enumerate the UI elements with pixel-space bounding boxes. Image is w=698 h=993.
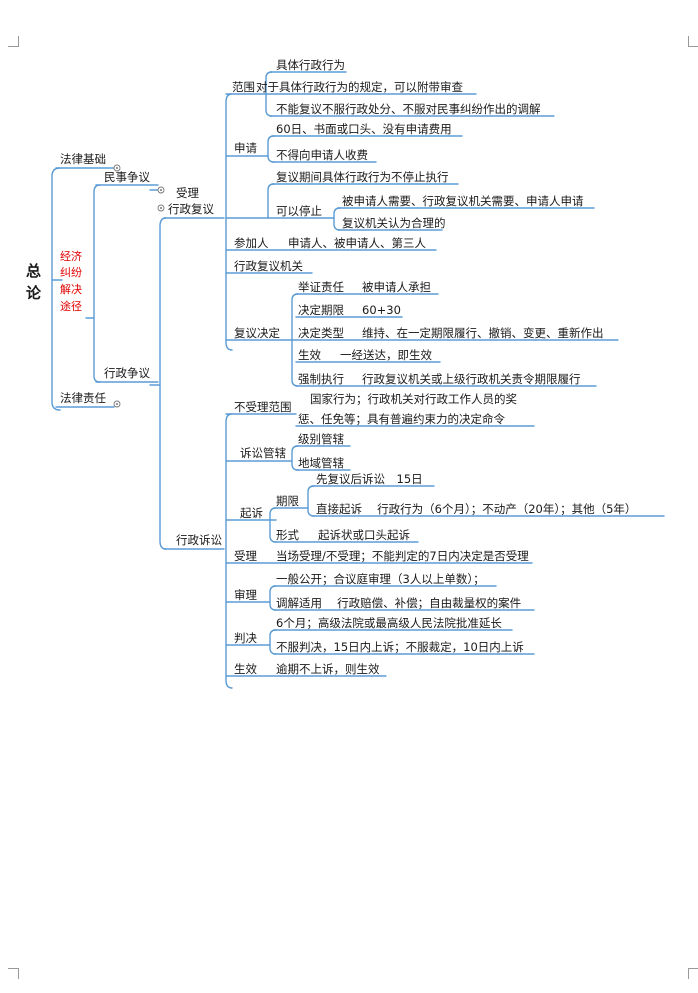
excluded-label: 不受理范围 xyxy=(234,400,292,414)
jurisdiction-level: 级别管辖 xyxy=(298,432,344,446)
suspension-item-2: 复议机关认为合理的 xyxy=(342,216,446,230)
judgment-item-1: 6个月；高级法院或最高级人民法院批准延长 xyxy=(276,616,502,630)
suspension-item-1: 被申请人需要、行政复议机关需要、申请人申请 xyxy=(342,194,584,208)
node-dispute-line-1: 经济 xyxy=(60,250,82,263)
node-dispute-line-3: 解决 xyxy=(60,283,82,296)
decision-label: 复议决定 xyxy=(234,326,280,340)
decision-key-5: 强制执行 xyxy=(298,372,344,386)
root-title-char-1: 总 xyxy=(26,262,42,280)
node-legal-basis: 法律基础 xyxy=(60,152,106,166)
crop-mark-top-right xyxy=(688,36,698,47)
judgment-item-2: 不服判决，15日内上诉；不服裁定，10日内上诉 xyxy=(276,640,524,654)
node-acceptance-label: 受理 xyxy=(176,186,199,200)
node-admin-reconsideration: 行政复议 xyxy=(168,202,214,216)
participants-value: 申请人、被申请人、第三人 xyxy=(288,236,426,250)
suspension-label: 可以停止 xyxy=(276,204,322,218)
filing-form-value: 起诉状或口头起诉 xyxy=(318,528,410,542)
application-item-1: 60日、书面或口头、没有申请费用 xyxy=(276,122,452,136)
reconsideration-organ: 行政复议机关 xyxy=(234,259,303,273)
node-legal-liability: 法律责任 xyxy=(60,391,106,405)
node-admin-litigation: 行政诉讼 xyxy=(176,533,222,547)
decision-value-4: 一经送达，即生效 xyxy=(340,348,432,362)
effect-key: 生效 xyxy=(234,662,257,676)
scope-item-1: 具体行政行为 xyxy=(276,58,345,72)
root-title-char-2: 论 xyxy=(26,284,42,302)
node-dispute-line-4: 途径 xyxy=(60,300,82,313)
filing-deadline-item-1: 先复议后诉讼 15日 xyxy=(316,472,423,486)
trial-item-1: 一般公开；合议庭审理（3人以上单数）； xyxy=(276,572,485,586)
decision-value-5: 行政复议机关或上级行政机关责令期限履行 xyxy=(362,372,581,386)
acceptance-key: 受理 xyxy=(234,549,257,563)
effect-value: 逾期不上诉，则生效 xyxy=(276,662,380,676)
excluded-line-2: 惩、任免等；具有普遍约束力的决定命令 xyxy=(298,412,505,426)
application-label: 申请 xyxy=(234,141,257,155)
application-item-2: 不得向申请人收费 xyxy=(276,148,368,162)
excluded-line-1: 国家行为；行政机关对行政工作人员的奖 xyxy=(310,392,517,406)
trial-label: 审理 xyxy=(234,588,257,602)
crop-mark-top-left xyxy=(8,36,19,47)
filing-deadline-item-2: 直接起诉 行政行为（6个月）；不动产（20年）；其他（5年） xyxy=(316,502,637,516)
filing-label: 起诉 xyxy=(240,506,263,520)
jurisdiction-label: 诉讼管辖 xyxy=(240,446,286,460)
judgment-label: 判决 xyxy=(234,631,257,645)
filing-deadline-label: 期限 xyxy=(276,494,299,508)
decision-key-2: 决定期限 xyxy=(298,303,344,317)
decision-key-3: 决定类型 xyxy=(298,326,344,340)
jurisdiction-territorial: 地域管辖 xyxy=(298,456,344,470)
scope-item-3: 不能复议不服行政处分、不服对民事纠纷作出的调解 xyxy=(276,102,541,116)
crop-mark-bottom-left xyxy=(8,968,19,979)
participants-label: 参加人 xyxy=(234,236,269,250)
node-admin-dispute: 行政争议 xyxy=(104,366,150,380)
trial-item-2: 调解适用 行政赔偿、补偿；自由裁量权的案件 xyxy=(276,596,522,610)
scope-label: 范围 xyxy=(232,80,255,94)
suspension-intro: 复议期间具体行政行为不停止执行 xyxy=(276,170,449,184)
decision-value-3: 维持、在一定期限履行、撤销、变更、重新作出 xyxy=(362,326,604,340)
decision-value-1: 被申请人承担 xyxy=(362,280,431,294)
decision-key-1: 举证责任 xyxy=(298,280,344,294)
filing-form-key: 形式 xyxy=(276,528,299,542)
scope-item-2: 对于具体行政行为的规定，可以附带审查 xyxy=(256,80,463,94)
node-civil-dispute: 民事争议 xyxy=(104,170,150,184)
decision-key-4: 生效 xyxy=(298,348,321,362)
acceptance-value: 当场受理/不受理；不能判定的7日内决定是否受理 xyxy=(276,549,529,563)
crop-mark-bottom-right xyxy=(688,968,698,979)
node-dispute-line-2: 纠纷 xyxy=(60,266,82,279)
decision-value-2: 60+30 xyxy=(362,303,401,317)
